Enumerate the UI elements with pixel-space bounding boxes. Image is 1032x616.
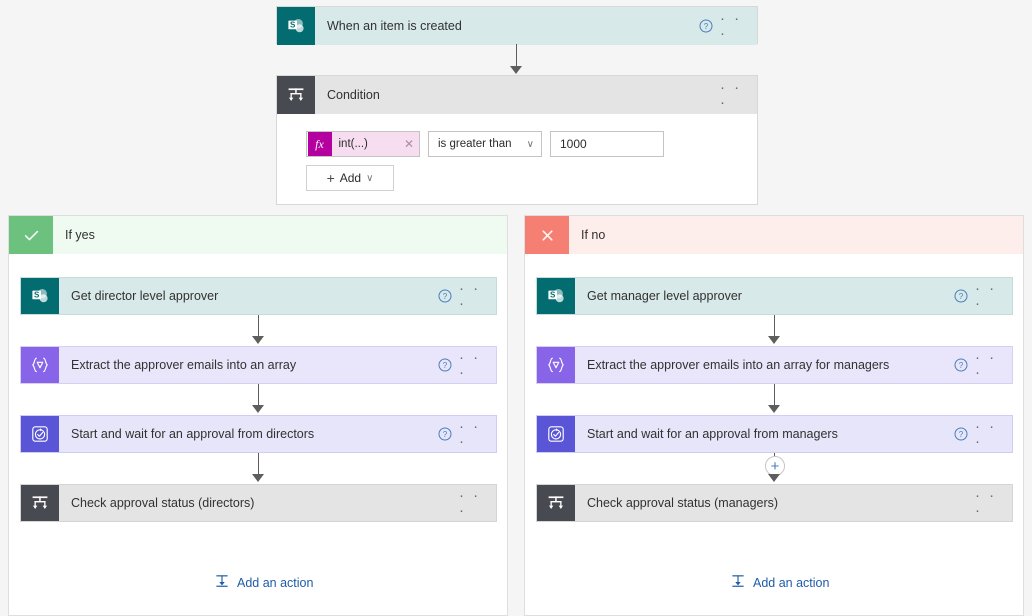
expression-token-label: int(...) — [338, 138, 368, 150]
data-operation-icon — [21, 347, 59, 383]
action-title: Extract the approver emails into an arra… — [71, 358, 297, 372]
svg-text:?: ? — [959, 292, 964, 301]
help-icon[interactable]: ? — [434, 358, 456, 372]
condition-expression-row: fx int(...) ✕ is greater than ∨ 1000 — [306, 131, 664, 157]
branch-if-yes-label: If yes — [53, 216, 507, 254]
action-title: Extract the approver emails into an arra… — [587, 358, 890, 372]
condition-icon — [537, 485, 575, 521]
close-icon[interactable]: ✕ — [403, 137, 414, 151]
connector-line — [516, 44, 517, 68]
help-icon[interactable]: ? — [950, 289, 972, 303]
action-card-extract-approver-emails[interactable]: Extract the approver emails into an arra… — [20, 346, 497, 384]
overflow-menu-icon[interactable]: · · · — [975, 349, 997, 381]
add-an-action-label: Add an action — [237, 575, 314, 590]
overflow-menu-icon[interactable]: · · · — [459, 280, 481, 312]
expression-token[interactable]: int(...) ✕ — [331, 132, 419, 156]
condition-icon — [277, 76, 315, 114]
action-card-extract-approver-emails-managers[interactable]: Extract the approver emails into an arra… — [536, 346, 1013, 384]
sharepoint-icon: S — [21, 278, 59, 314]
overflow-menu-icon[interactable]: · · · — [720, 79, 742, 111]
action-card-check-approval-status-directors[interactable]: Check approval status (directors) · · · — [20, 484, 497, 522]
action-title: Get manager level approver — [587, 289, 742, 303]
svg-text:?: ? — [959, 361, 964, 370]
overflow-menu-icon[interactable]: · · · — [975, 487, 997, 519]
condition-value-input[interactable]: 1000 — [550, 131, 664, 157]
add-an-action-link-no[interactable]: Add an action — [730, 573, 829, 592]
help-icon[interactable]: ? — [434, 289, 456, 303]
check-icon — [9, 216, 53, 254]
chevron-down-icon: ∨ — [526, 138, 534, 150]
svg-text:S: S — [290, 20, 296, 29]
action-title: Check approval status (managers) — [587, 496, 779, 510]
approvals-icon — [21, 416, 59, 452]
action-card-get-director-level-approver[interactable]: S Get director level approver ? · · · — [20, 277, 497, 315]
overflow-menu-icon[interactable]: · · · — [720, 10, 742, 42]
overflow-menu-icon[interactable]: · · · — [975, 280, 997, 312]
help-icon[interactable]: ? — [434, 427, 456, 441]
condition-title: Condition — [327, 88, 380, 102]
connector-arrow — [252, 405, 264, 413]
connector-line — [774, 453, 775, 457]
svg-text:?: ? — [443, 361, 448, 370]
branch-if-no-label: If no — [569, 216, 1023, 254]
action-title: Start and wait for an approval from dire… — [71, 427, 315, 441]
connector-arrow — [252, 474, 264, 482]
action-title: Check approval status (directors) — [71, 496, 255, 510]
sharepoint-icon: S — [537, 278, 575, 314]
close-icon — [525, 216, 569, 254]
plus-icon: + — [326, 170, 335, 186]
svg-text:S: S — [34, 290, 40, 299]
action-card-start-and-wait-approval-directors[interactable]: Start and wait for an approval from dire… — [20, 415, 497, 453]
add-condition-label: Add — [339, 171, 362, 185]
add-an-action-label: Add an action — [753, 575, 830, 590]
approvals-icon — [537, 416, 575, 452]
insert-action-button[interactable]: + — [765, 456, 785, 476]
connector-arrow — [510, 66, 522, 74]
branch-if-yes-header[interactable]: If yes — [9, 216, 507, 254]
connector-line — [774, 384, 775, 407]
overflow-menu-icon[interactable]: · · · — [459, 418, 481, 450]
connector-line — [258, 315, 259, 338]
connector-line — [258, 453, 259, 476]
branch-if-no-header[interactable]: If no — [525, 216, 1023, 254]
condition-left-operand-field[interactable]: fx int(...) ✕ — [306, 131, 420, 157]
add-condition-row-button[interactable]: + Add ∨ — [306, 165, 394, 191]
condition-operator-label: is greater than — [438, 138, 512, 150]
add-an-action-link-yes[interactable]: Add an action — [214, 573, 313, 592]
add-action-icon — [214, 573, 230, 592]
trigger-card[interactable]: S When an item is created ? · · · — [276, 6, 758, 45]
sharepoint-icon: S — [277, 7, 315, 45]
condition-card[interactable]: Condition · · · — [276, 75, 758, 205]
help-icon[interactable]: ? — [950, 358, 972, 372]
add-action-icon — [730, 573, 746, 592]
svg-text:?: ? — [443, 430, 448, 439]
connector-arrow — [768, 405, 780, 413]
action-card-get-manager-level-approver[interactable]: S Get manager level approver ? · · · — [536, 277, 1013, 315]
overflow-menu-icon[interactable]: · · · — [975, 418, 997, 450]
chevron-down-icon: ∨ — [366, 172, 374, 184]
svg-text:?: ? — [443, 292, 448, 301]
connector-arrow — [768, 336, 780, 344]
connector-line — [258, 384, 259, 407]
condition-value-text: 1000 — [560, 137, 587, 151]
action-title: Start and wait for an approval from mana… — [587, 427, 838, 441]
expression-fx-icon: fx — [307, 132, 332, 156]
connector-line — [774, 315, 775, 338]
svg-text:?: ? — [959, 430, 964, 439]
connector-arrow — [252, 336, 264, 344]
action-card-check-approval-status-managers[interactable]: Check approval status (managers) · · · — [536, 484, 1013, 522]
condition-icon — [21, 485, 59, 521]
svg-text:S: S — [550, 290, 556, 299]
data-operation-icon — [537, 347, 575, 383]
help-icon[interactable]: ? — [950, 427, 972, 441]
overflow-menu-icon[interactable]: · · · — [459, 349, 481, 381]
help-icon[interactable]: ? — [695, 19, 717, 33]
condition-operator-select[interactable]: is greater than ∨ — [428, 131, 542, 157]
action-title: Get director level approver — [71, 289, 219, 303]
svg-text:?: ? — [704, 22, 709, 31]
connector-arrow — [768, 474, 780, 482]
action-card-start-and-wait-approval-managers[interactable]: Start and wait for an approval from mana… — [536, 415, 1013, 453]
trigger-title: When an item is created — [327, 19, 462, 33]
overflow-menu-icon[interactable]: · · · — [459, 487, 481, 519]
